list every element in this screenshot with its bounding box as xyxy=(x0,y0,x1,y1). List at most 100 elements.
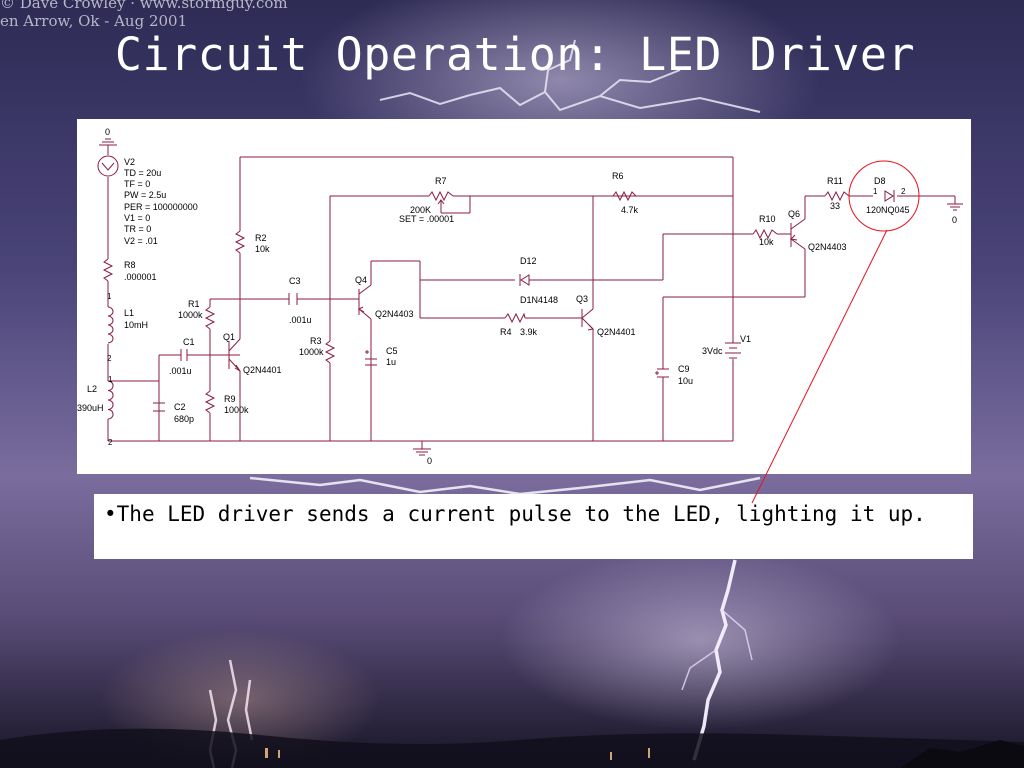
q3-value: Q2N4401 xyxy=(597,327,636,337)
caption-text: •The LED driver sends a current pulse to… xyxy=(104,500,961,528)
q4-value: Q2N4403 xyxy=(375,309,414,319)
c3-name: C3 xyxy=(289,276,301,286)
r6-value: 4.7k xyxy=(621,205,639,215)
r4-name: R4 xyxy=(500,327,512,337)
c3-value: .001u xyxy=(289,315,312,325)
d8-diode-symbol xyxy=(884,190,895,202)
r11-name: R11 xyxy=(827,176,843,186)
c5-value: 1u xyxy=(386,357,396,367)
q1-name: Q1 xyxy=(223,332,235,342)
v2-param: TF = 0 xyxy=(124,179,150,189)
r10-value: 10k xyxy=(759,237,774,247)
v1-value: 3Vdc xyxy=(702,346,723,356)
r8-value: .000001 xyxy=(124,272,157,282)
c9-value: 10u xyxy=(678,376,693,386)
l2-pin2: 2 xyxy=(108,438,113,447)
r7-potentiometer-symbol xyxy=(428,190,454,202)
v2-param: V1 = 0 xyxy=(124,213,150,223)
top-ground-symbol xyxy=(99,138,117,146)
r7-name: R7 xyxy=(435,176,447,186)
c9-capacitor-symbol xyxy=(655,368,669,381)
r6-resistor-symbol xyxy=(612,190,637,202)
caption-body: The LED driver sends a current pulse to … xyxy=(116,502,926,526)
r9-name: R9 xyxy=(224,394,236,404)
d8-pin1: 1 xyxy=(873,187,878,196)
q3-name: Q3 xyxy=(576,294,588,304)
c3-capacitor-symbol xyxy=(288,293,298,305)
r4-resistor-symbol xyxy=(504,312,526,324)
v2-param: V2 = .01 xyxy=(124,236,158,246)
d8-name: D8 xyxy=(874,176,886,186)
q6-value: Q2N4403 xyxy=(808,242,847,252)
r1-value: 1000k xyxy=(178,310,203,320)
photo-credit-line2: en Arrow, Ok - Aug 2001 xyxy=(0,12,188,30)
d8-pin2: 2 xyxy=(901,187,906,196)
right-ground-symbol xyxy=(947,203,963,211)
caption-box: •The LED driver sends a current pulse to… xyxy=(94,494,973,559)
c5-capacitor-symbol xyxy=(365,350,377,441)
v1-name: V1 xyxy=(740,334,751,344)
r1-name: R1 xyxy=(188,299,200,309)
r10-name: R10 xyxy=(759,214,776,224)
l2-name: L2 xyxy=(87,384,97,394)
r3-resistor-symbol xyxy=(324,340,336,364)
l1-value: 10mH xyxy=(124,320,148,330)
r3-name: R3 xyxy=(310,336,322,346)
r9-resistor-symbol xyxy=(204,390,216,414)
photo-credit: © Dave Crowley · www.stormguy.com en Arr… xyxy=(0,0,300,30)
c2-capacitor-symbol xyxy=(153,402,165,412)
r2-name: R2 xyxy=(255,233,267,243)
r2-resistor-symbol xyxy=(234,230,246,254)
c2-value: 680p xyxy=(174,414,194,424)
c9-name: C9 xyxy=(678,364,690,374)
d12-name: D12 xyxy=(520,256,537,266)
r8-name: R8 xyxy=(124,260,136,270)
v2-param: PER = 100000000 xyxy=(124,202,198,212)
l2-pin1: 1 xyxy=(108,375,113,384)
c5-name: C5 xyxy=(386,346,398,356)
r9-value: 1000k xyxy=(224,405,249,415)
top-ground-label: 0 xyxy=(105,127,110,137)
d12-value: D1N4148 xyxy=(520,295,558,305)
v2-param: PW = 2.5u xyxy=(124,190,166,200)
c1-value: .001u xyxy=(169,366,192,376)
d12-diode-symbol xyxy=(519,274,530,286)
d8-value: 120NQ045 xyxy=(866,205,910,215)
v2-name: V2 xyxy=(124,157,135,167)
c2-name: C2 xyxy=(174,402,186,412)
right-ground-label: 0 xyxy=(952,215,957,225)
r7-set: SET = .00001 xyxy=(399,214,454,224)
r4-value: 3.9k xyxy=(520,327,538,337)
r11-resistor-symbol xyxy=(824,190,850,202)
slide-title: Circuit Operation: LED Driver xyxy=(114,28,916,81)
c1-capacitor-symbol xyxy=(180,349,188,361)
l2-value: 390uH xyxy=(77,403,104,413)
q4-name: Q4 xyxy=(355,275,367,285)
r8-resistor-symbol xyxy=(102,258,114,282)
caption-bullet: • xyxy=(104,502,117,526)
v2-source-symbol xyxy=(97,155,119,177)
v2-param: TR = 0 xyxy=(124,224,151,234)
bottom-ground-symbol xyxy=(413,448,431,456)
r2-value: 10k xyxy=(255,244,270,254)
l1-pin2: 2 xyxy=(107,354,112,363)
l1-name: L1 xyxy=(124,308,134,318)
c1-name: C1 xyxy=(183,337,195,347)
schematic-panel: 0 V2 TD = 20u TF = 0 PW = 2.5u PER = 100… xyxy=(77,119,971,474)
bottom-ground-label: 0 xyxy=(427,456,432,466)
r3-value: 1000k xyxy=(299,347,324,357)
r11-value: 33 xyxy=(830,201,840,211)
v2-param: TD = 20u xyxy=(124,168,161,178)
r1-resistor-symbol xyxy=(204,306,216,330)
q6-name: Q6 xyxy=(788,209,800,219)
photo-credit-line1: © Dave Crowley · www.stormguy.com xyxy=(0,0,288,12)
v1-battery-symbol xyxy=(725,342,741,359)
q1-value: Q2N4401 xyxy=(243,365,282,375)
l1-pin1: 1 xyxy=(107,292,112,301)
component-labels: 0 V2 TD = 20u TF = 0 PW = 2.5u PER = 100… xyxy=(77,127,957,466)
circuit-wires xyxy=(107,145,956,449)
l1-inductor-symbol xyxy=(107,306,114,344)
l2-inductor-symbol xyxy=(107,380,114,420)
r7-value: 200K xyxy=(410,205,431,215)
circuit-schematic: 0 V2 TD = 20u TF = 0 PW = 2.5u PER = 100… xyxy=(77,127,963,466)
